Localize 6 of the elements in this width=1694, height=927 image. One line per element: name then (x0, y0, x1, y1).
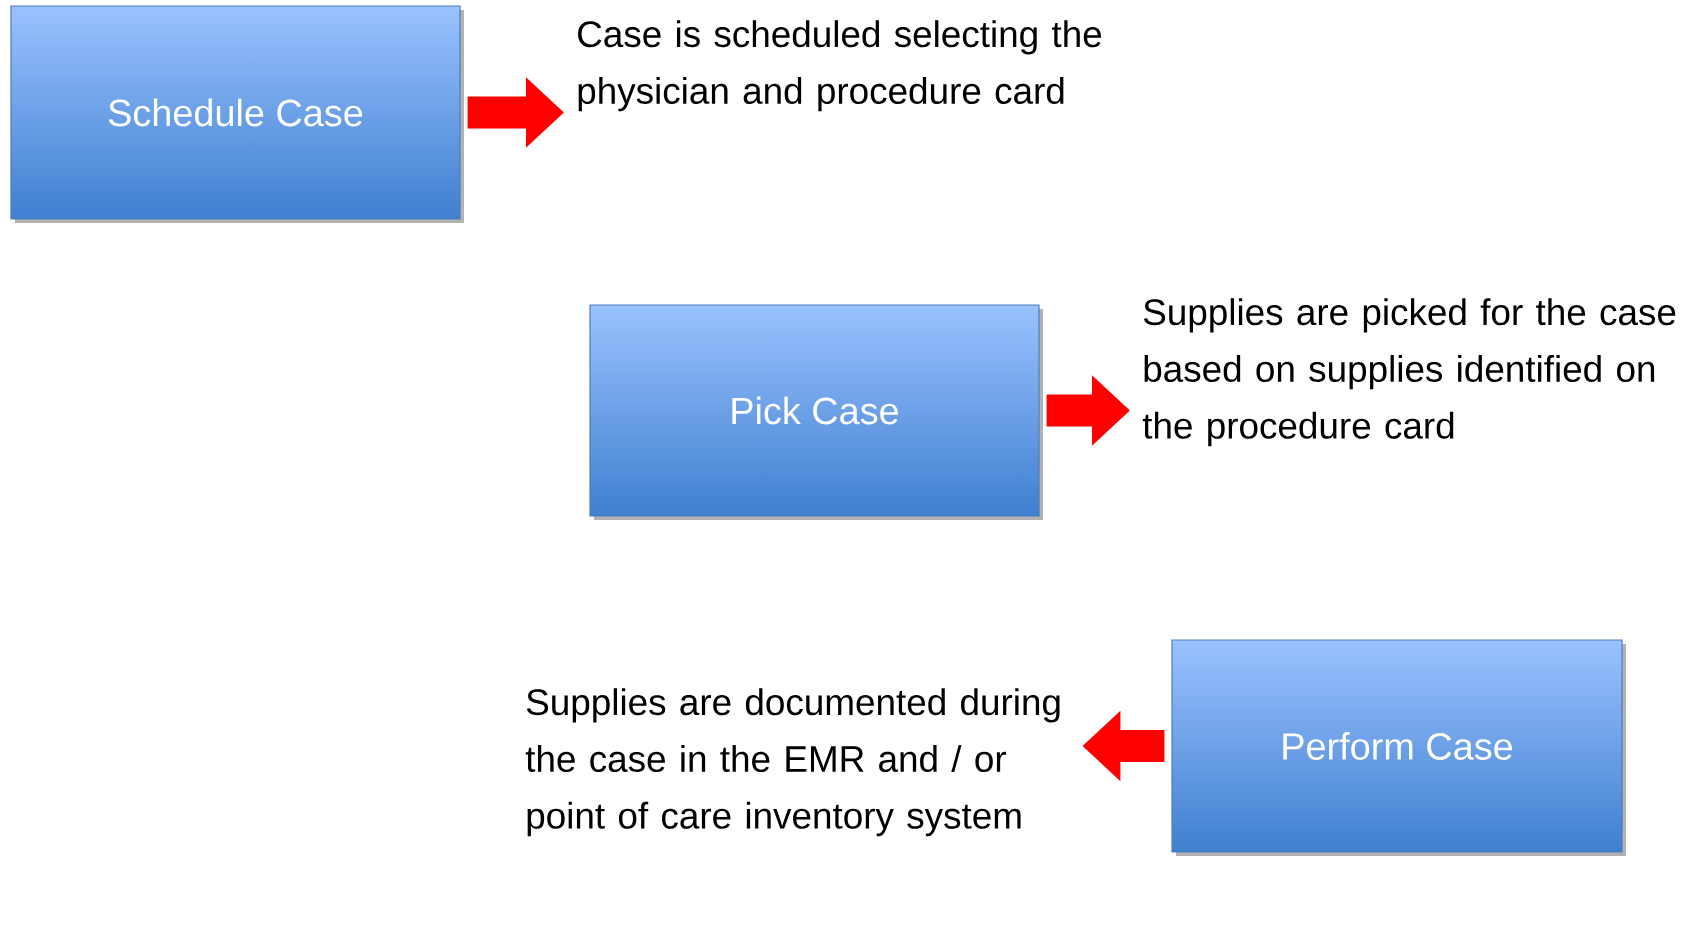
process-box: Pick Case (589, 304, 1043, 520)
process-box: Perform Case (1171, 639, 1626, 856)
description-text: Case is scheduled selecting the physician and procedure card (578, 20, 1102, 112)
description-text: Supplies are picked for the case based on supplies identified on the procedure card (1142, 298, 1676, 447)
description-text: Supplies are documented during the case in the EMR and / or point of care inventory system (525, 688, 1060, 837)
process-box: Schedule Case (10, 5, 464, 223)
